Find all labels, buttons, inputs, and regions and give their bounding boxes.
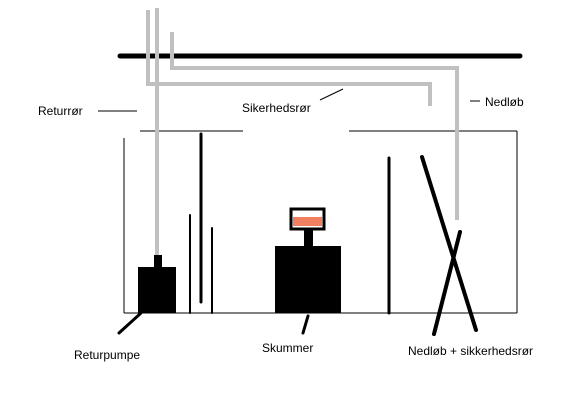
- downpipe-crossed-lines: [420, 155, 478, 336]
- label-downpipe: Nedløb: [485, 95, 524, 109]
- label-skimmer: Skummer: [262, 341, 314, 355]
- label-safety-pipe: Sikerhedsrør: [242, 101, 311, 115]
- return-pipe: [146, 8, 432, 257]
- skimmer: [275, 207, 341, 313]
- label-return-pipe: Returrør: [38, 104, 83, 118]
- label-return-pump: Returpumpe: [74, 348, 141, 362]
- pointer-lines-thick: [117, 311, 310, 335]
- return-pump: [138, 255, 176, 313]
- label-downpipe-and-safety: Nedløb + sikkerhedsrør: [408, 344, 534, 358]
- safety-pipe: [170, 32, 459, 220]
- leader-lines: [98, 88, 480, 112]
- baffles-left: [189, 132, 213, 314]
